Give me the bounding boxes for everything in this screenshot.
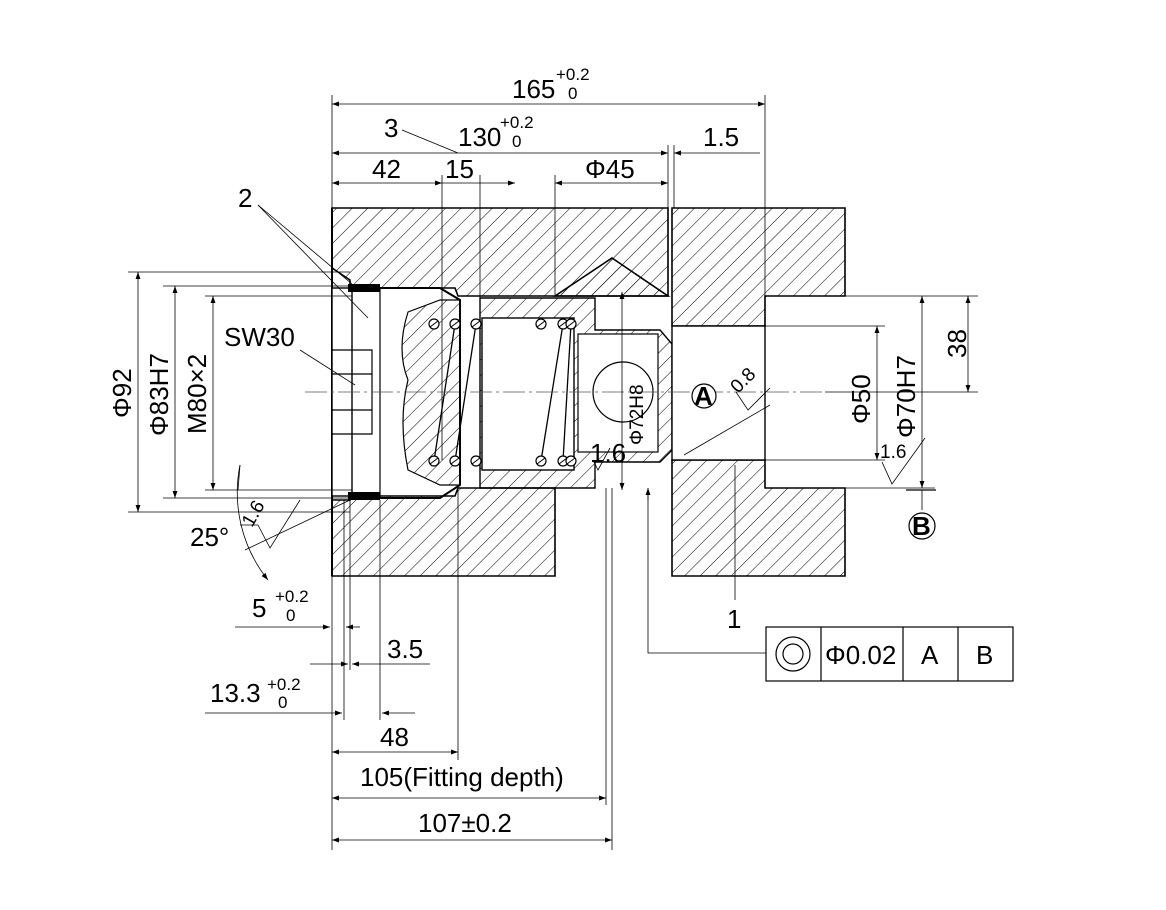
tolerance-datum-b: B	[976, 640, 993, 670]
housing-upper-right	[671, 207, 846, 327]
roughness-r3: 1.6	[880, 442, 906, 463]
housing	[331, 207, 846, 577]
springs	[428, 318, 577, 467]
tolerance-frame: Φ0.02 A B	[765, 626, 1014, 682]
dim-5-upper: +0.2	[275, 587, 309, 606]
dimension-lines	[128, 95, 978, 850]
dim-1-5: 1.5	[703, 122, 739, 152]
dim-phi70h7: Φ70H7	[891, 355, 921, 438]
dim-130-upper: +0.2	[500, 113, 534, 132]
tolerance-datum-a: A	[921, 640, 939, 670]
dim-42: 42	[372, 154, 401, 184]
roughness-r1: 1.6	[238, 497, 269, 530]
concentricity-icon	[775, 636, 811, 672]
drill-point	[552, 257, 671, 297]
dim-107: 107±0.2	[418, 808, 512, 838]
dim-130-lower: 0	[512, 132, 521, 151]
outer-spring	[428, 318, 482, 467]
roughness-r4: 1.6	[590, 438, 626, 468]
dim-165-upper: +0.2	[556, 65, 590, 84]
housing-lower-right	[671, 459, 846, 577]
datum-a-label: A	[694, 381, 713, 411]
dim-phi45: Φ45	[585, 154, 635, 184]
tolerance-value: Φ0.02	[825, 640, 896, 670]
dim-phi50: Φ50	[846, 374, 876, 424]
dim-phi83h7: Φ83H7	[144, 353, 174, 436]
datum-b-label: B	[912, 511, 931, 541]
housing-upper-left	[331, 207, 669, 297]
dim-165-lower: 0	[568, 84, 577, 103]
dim-48: 48	[380, 722, 409, 752]
dim-105: 105(Fitting depth)	[360, 762, 564, 792]
callout-2: 2	[238, 183, 252, 213]
label-sw30: SW30	[224, 322, 295, 352]
inner-sleeve	[401, 299, 461, 486]
callout-3: 3	[384, 113, 398, 143]
dim-13-3-upper: +0.2	[267, 675, 301, 694]
dim-3-5: 3.5	[387, 634, 423, 664]
dim-165: 165	[512, 74, 555, 104]
inner-spring	[535, 318, 577, 467]
dim-m80x2: M80×2	[182, 354, 212, 434]
dim-130: 130	[458, 122, 501, 152]
dim-13-3: 13.3	[210, 678, 261, 708]
dim-15: 15	[445, 154, 474, 184]
dim-5-lower: 0	[286, 606, 295, 625]
datum-a-marker: A	[691, 381, 717, 411]
dim-5: 5	[252, 593, 266, 623]
dim-angle-25: 25°	[190, 522, 229, 552]
dim-phi92: Φ92	[107, 368, 137, 418]
dim-38: 38	[942, 329, 972, 358]
dim-13-3-lower: 0	[278, 693, 287, 712]
roughness-symbols	[240, 387, 926, 549]
dim-phi72h8: Φ72H8	[627, 384, 648, 445]
housing-lower-left	[331, 487, 556, 577]
callout-1: 1	[727, 604, 741, 634]
labels: 165 +0.2 0 130 +0.2 0 1.5 42 15 Φ45 3 2 …	[107, 65, 972, 838]
datum-b-marker: B	[908, 511, 936, 541]
